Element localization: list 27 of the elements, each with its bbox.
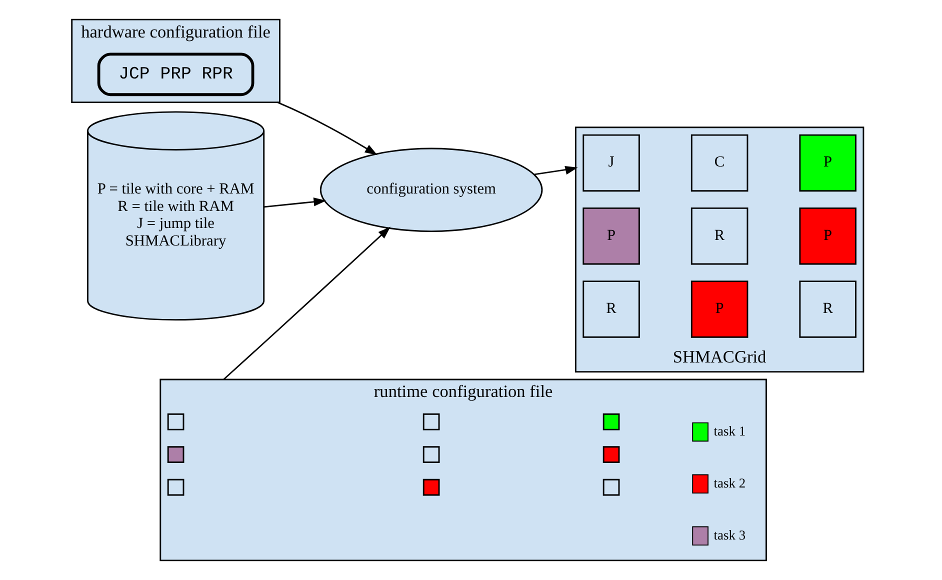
node-box: P [582,207,640,265]
node-box [422,478,440,496]
node-box: R [798,280,856,338]
node-box: P [690,280,748,338]
legend-label: task 1 [713,424,746,439]
node-box [422,413,440,430]
node-box [166,413,184,430]
node-box: R [690,207,748,265]
legend-label: task 3 [713,527,746,542]
node-box [166,478,184,496]
arrow [276,102,377,156]
arrow [263,197,326,208]
node-box: C [690,134,748,192]
legend-label: task 2 [713,475,746,490]
node-box: JCP PRP RPR [96,52,254,96]
node-box [166,446,184,463]
node-box [602,478,620,496]
node-box [602,446,620,463]
node-ellipse: configuration system [319,148,542,232]
arrow [222,226,390,380]
node-box: R [582,280,640,338]
node-box [422,446,440,463]
node-box [602,413,620,430]
node-box: J [582,134,640,192]
node-box: P [798,207,856,265]
arrow [534,166,578,176]
node-box: P [798,134,856,192]
